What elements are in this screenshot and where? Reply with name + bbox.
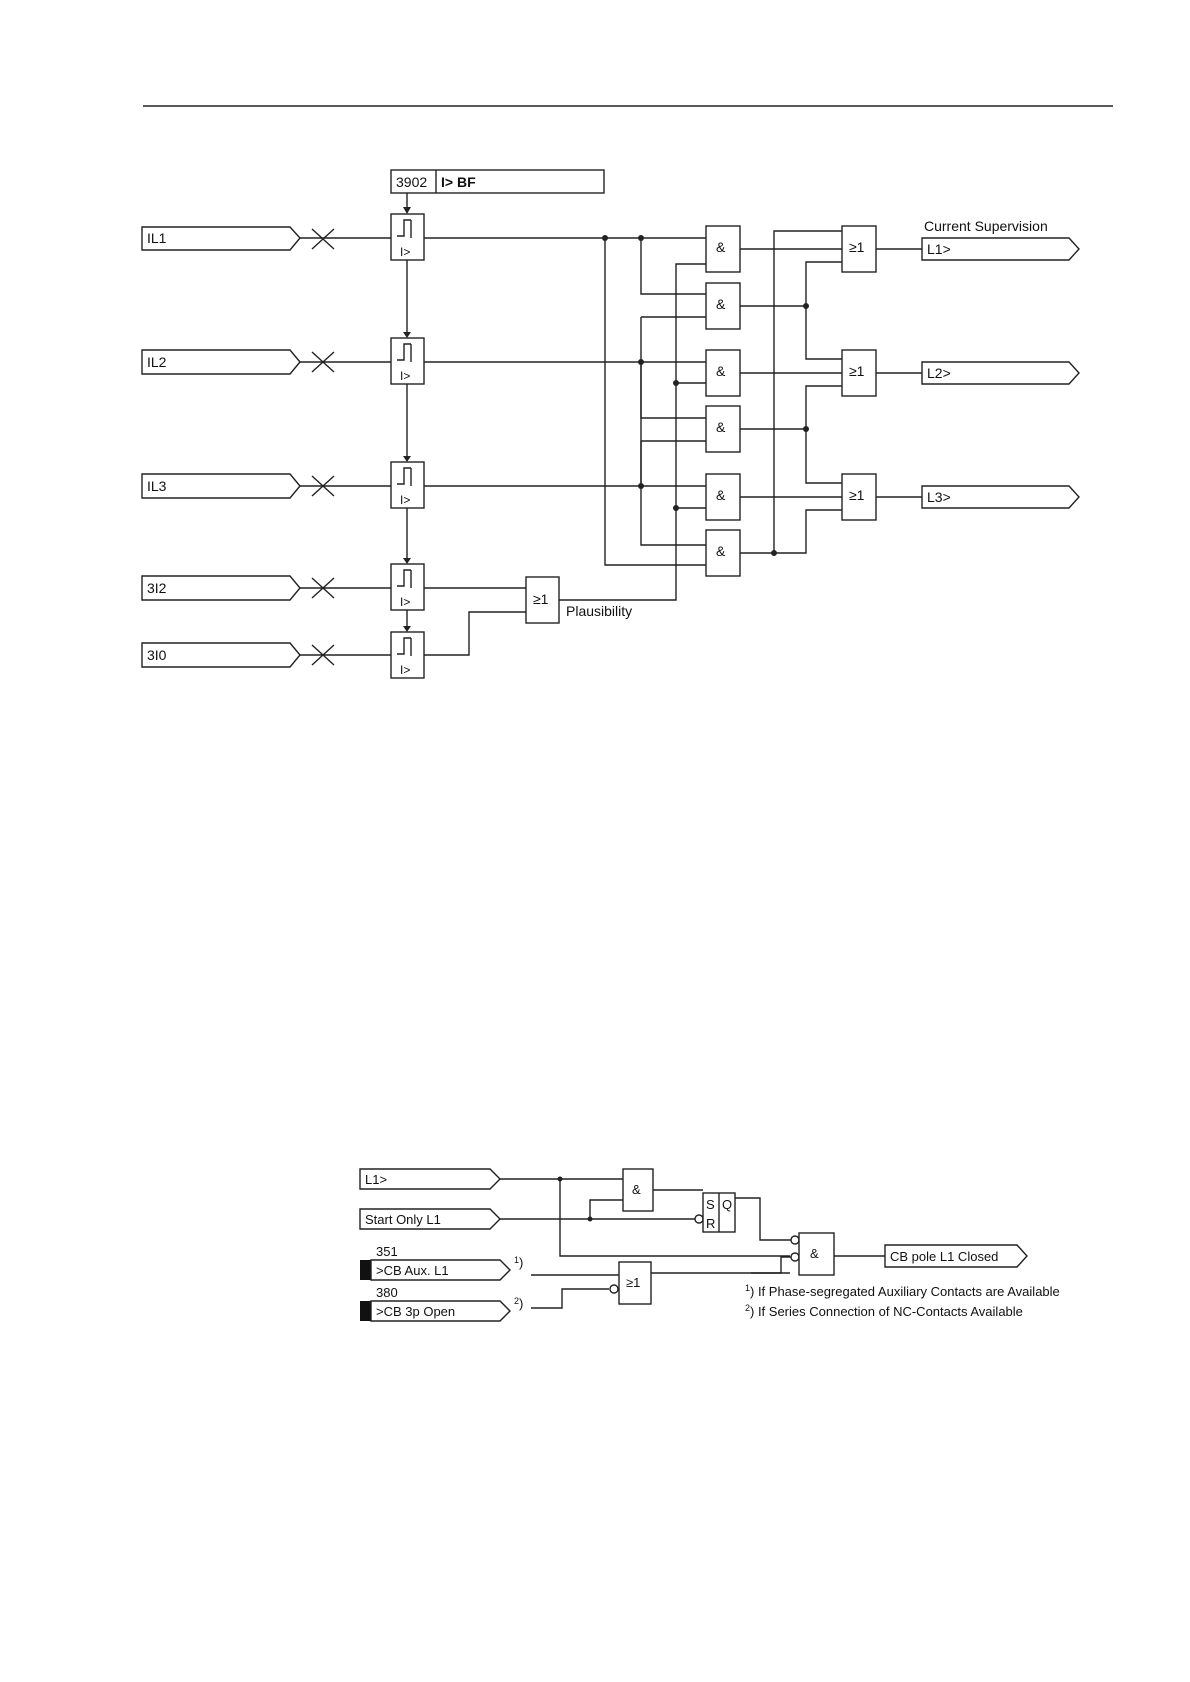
- svg-text:&: &: [716, 419, 726, 435]
- svg-text:R: R: [706, 1216, 715, 1231]
- and-gate-5: &: [705, 473, 741, 521]
- output-cb-pole-closed: CB pole L1 Closed: [884, 1244, 1028, 1268]
- setting-name: I> BF: [441, 174, 476, 190]
- and-gate-1: &: [705, 225, 741, 273]
- svg-text:&: &: [716, 487, 726, 503]
- svg-text:CB pole L1 Closed: CB pole L1 Closed: [890, 1249, 998, 1264]
- svg-text:I>: I>: [400, 595, 410, 609]
- input-3i2: 3I2: [141, 575, 335, 601]
- and-gate-2: &: [705, 282, 741, 330]
- footnote-2: 2 ) If Series Connection of NC-Contacts …: [745, 1303, 1023, 1319]
- svg-text:≥1: ≥1: [849, 487, 865, 503]
- svg-text:380: 380: [376, 1285, 398, 1300]
- threshold-il2: I>: [390, 337, 425, 385]
- svg-text:1: 1: [514, 1255, 519, 1265]
- svg-text:L2>: L2>: [927, 365, 951, 381]
- and-gate-output: &: [798, 1232, 835, 1276]
- svg-text:): ): [519, 1296, 523, 1311]
- or-gate-l1: ≥1: [841, 225, 877, 273]
- svg-text:Q: Q: [722, 1197, 732, 1212]
- svg-text:S: S: [706, 1197, 715, 1212]
- footnote-1: 1 ) If Phase-segregated Auxiliary Contac…: [745, 1283, 1060, 1299]
- svg-text:2: 2: [745, 1303, 750, 1313]
- svg-text:L1>: L1>: [927, 241, 951, 257]
- output-l3: L3>: [921, 485, 1080, 509]
- svg-text:&: &: [632, 1182, 641, 1197]
- svg-text:3I2: 3I2: [147, 580, 167, 596]
- or-gate-l3: ≥1: [841, 473, 877, 521]
- svg-text:>CB 3p Open: >CB 3p Open: [376, 1304, 455, 1319]
- and-gate-6: &: [705, 529, 741, 577]
- svg-text:&: &: [716, 363, 726, 379]
- input-il1: IL1: [141, 226, 335, 251]
- svg-text:3I0: 3I0: [147, 647, 167, 663]
- diagram-current-supervision: 3902 I> BF IL1 IL2 IL3 3I2 3I0: [141, 169, 1080, 679]
- sr-flipflop: S R Q: [702, 1192, 736, 1233]
- svg-text:L1>: L1>: [365, 1172, 387, 1187]
- input-l1: L1>: [359, 1168, 501, 1190]
- threshold-3i2: I>: [390, 563, 425, 611]
- diagram-cb-pole-closed: L1> Start Only L1 351 >CB Aux. L1 1 ) 38…: [359, 1168, 1060, 1322]
- svg-text:I>: I>: [400, 245, 410, 259]
- svg-text:I>: I>: [400, 493, 410, 507]
- input-3i0: 3I0: [141, 642, 335, 668]
- svg-text:≥1: ≥1: [626, 1275, 640, 1290]
- input-il2: IL2: [141, 349, 335, 375]
- svg-text:I>: I>: [400, 663, 410, 677]
- svg-text:I>: I>: [400, 369, 410, 383]
- svg-text:&: &: [716, 296, 726, 312]
- svg-text:1: 1: [745, 1283, 750, 1293]
- plausibility-label: Plausibility: [566, 603, 632, 619]
- svg-text:) If Phase-segregated Auxiliar: ) If Phase-segregated Auxiliary Contacts…: [750, 1284, 1060, 1299]
- threshold-il3: I>: [390, 461, 425, 509]
- supervision-title: Current Supervision: [924, 218, 1048, 234]
- svg-text:≥1: ≥1: [849, 239, 865, 255]
- svg-text:L3>: L3>: [927, 489, 951, 505]
- svg-text:≥1: ≥1: [849, 363, 865, 379]
- and-gate-3: &: [705, 349, 741, 397]
- svg-text:IL2: IL2: [147, 354, 167, 370]
- output-l2: L2>: [921, 361, 1080, 385]
- output-l1: L1>: [921, 237, 1080, 261]
- svg-text:&: &: [810, 1246, 819, 1261]
- input-cb-3p: 380 >CB 3p Open 2 ): [360, 1285, 523, 1322]
- setting-box: [390, 169, 605, 194]
- svg-text:Start Only L1: Start Only L1: [365, 1212, 441, 1227]
- or-gate-plausibility: [525, 576, 560, 624]
- and-gate-4: &: [705, 405, 741, 453]
- svg-text:IL1: IL1: [147, 230, 167, 246]
- svg-text:): ): [519, 1255, 523, 1270]
- and-gate-start: &: [622, 1168, 654, 1212]
- threshold-il1: I>: [390, 213, 425, 261]
- svg-text:>CB Aux. L1: >CB Aux. L1: [376, 1263, 449, 1278]
- input-start-only: Start Only L1: [359, 1208, 501, 1230]
- or-gate-aux: ≥1: [618, 1261, 652, 1305]
- svg-text:) If Series Connection of NC-C: ) If Series Connection of NC-Contacts Av…: [750, 1304, 1023, 1319]
- svg-text:&: &: [716, 239, 726, 255]
- svg-text:351: 351: [376, 1244, 398, 1259]
- svg-text:2: 2: [514, 1296, 519, 1306]
- svg-text:IL3: IL3: [147, 478, 167, 494]
- svg-text:&: &: [716, 543, 726, 559]
- svg-text:≥1: ≥1: [533, 591, 549, 607]
- threshold-3i0: I>: [390, 631, 425, 679]
- setting-address: 3902: [396, 174, 427, 190]
- or-gate-l2: ≥1: [841, 349, 877, 397]
- input-cb-aux: 351 >CB Aux. L1 1 ): [360, 1244, 523, 1281]
